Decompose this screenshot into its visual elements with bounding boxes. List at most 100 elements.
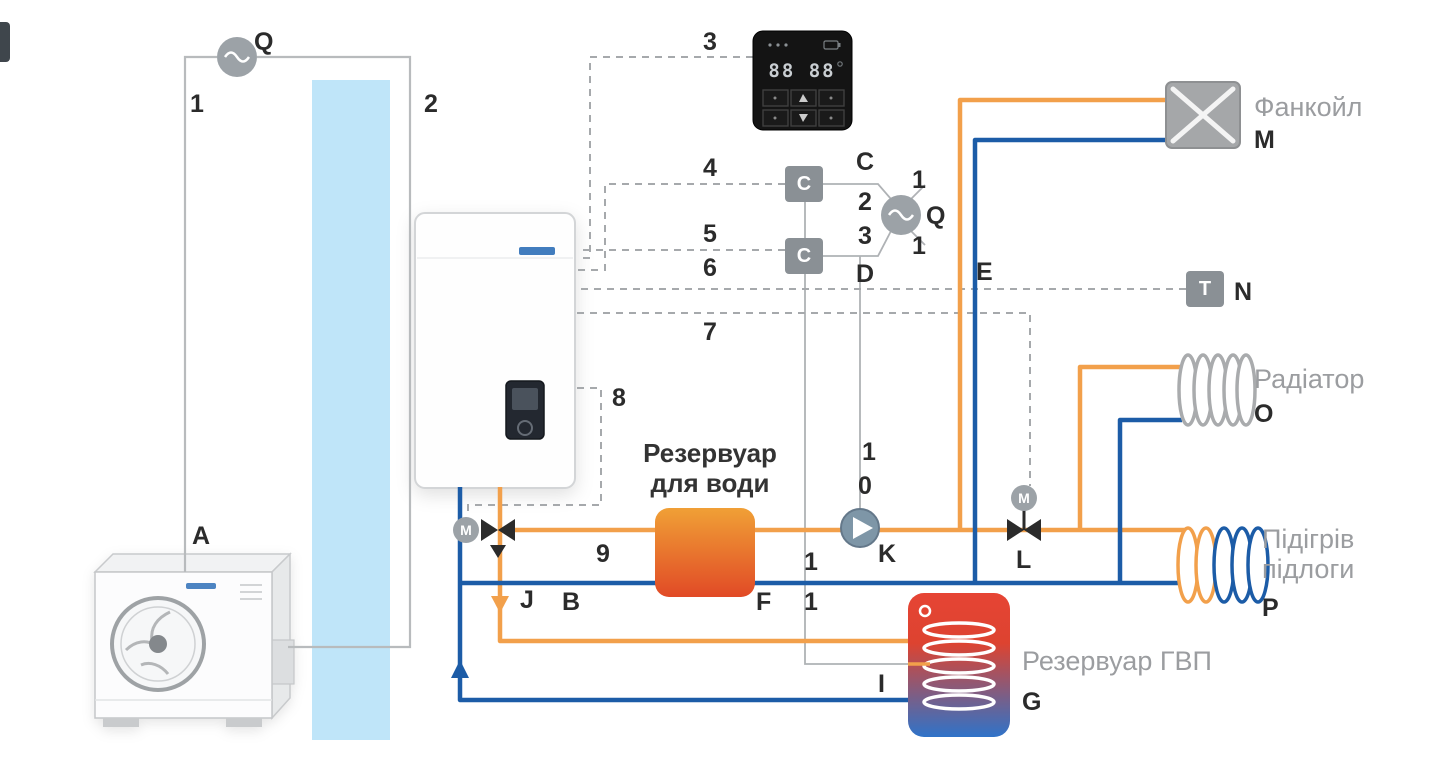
control-line-7-label: 7 (703, 318, 717, 346)
indoor-unit (414, 212, 576, 489)
water-tank-tag-f: F (756, 588, 772, 616)
floor-heating-coil (1176, 526, 1270, 604)
control-line-5-label: 5 (703, 220, 717, 248)
outdoor-unit (93, 552, 295, 727)
radiator-coil (1177, 353, 1257, 427)
valve-j-motor-letter: M (460, 522, 472, 538)
thin-wiring (804, 183, 926, 665)
valve-tag-l: L (1016, 546, 1032, 574)
wire-c2 (823, 183, 892, 200)
radiator-supply-pipe (1077, 364, 1182, 530)
fan-coil-x-icon (1170, 86, 1236, 144)
tank-heat-coil (922, 621, 996, 711)
degree-icon (837, 61, 843, 67)
control-line-3 (577, 56, 753, 259)
unit-display-screen (512, 388, 538, 410)
radiator-return-pipe (1117, 417, 1182, 583)
power-label-q-top: Q (254, 28, 274, 56)
pump-10-label-top: 1 (862, 438, 876, 466)
ac-wave-icon (887, 209, 915, 221)
pipe-tag-b: B (562, 588, 581, 616)
pump (840, 508, 880, 548)
two-way-valve (1007, 485, 1041, 541)
power-label-q-mid: Q (926, 202, 946, 230)
pipe-9-label: 9 (596, 540, 610, 568)
wire-1a-label: 1 (912, 166, 926, 194)
flow-arrow-down-icon (491, 596, 509, 613)
floor-heating-tag-p: P (1262, 594, 1279, 622)
valve-motor-icon (1011, 485, 1037, 511)
dhw-tank (908, 593, 1010, 737)
fan-coil-label: Фанкойл (1254, 92, 1363, 122)
unit-foot (103, 718, 139, 727)
fan-coil-supply-pipe (957, 97, 1166, 530)
power-wiring (183, 55, 412, 649)
wired-controller (752, 30, 853, 131)
control-line-8-label: 8 (612, 384, 626, 412)
main-return-pipe (460, 560, 1265, 586)
wire-2b-label: 2 (858, 188, 872, 216)
contactor-2-letter: C (796, 244, 812, 267)
water-tank-label-2: для води (650, 468, 770, 498)
valve-l-motor-letter: M (1018, 490, 1030, 506)
fan-coil-unit (1165, 81, 1241, 149)
radiator-tag-o: O (1254, 400, 1274, 428)
wire-1b-label: 1 (912, 232, 926, 260)
flow-arrow-up-icon (451, 660, 469, 678)
thermostat-tag-n: N (1234, 278, 1253, 306)
outdoor-unit-tag-a: A (192, 522, 211, 550)
wire-e-label: E (976, 258, 993, 286)
wire-c-label: C (856, 148, 875, 176)
sensor-tag-i: I (878, 670, 885, 698)
up-arrow-icon (799, 94, 808, 102)
battery-icon (823, 40, 839, 50)
wire-stub-1a (910, 184, 926, 200)
brand-logo (519, 247, 555, 255)
ac-wave-icon (223, 51, 251, 63)
control-wiring (467, 56, 1186, 516)
pump-10-label-bottom: 0 (858, 472, 872, 500)
wire-1-label: 1 (190, 90, 204, 118)
thermostat-box (1186, 271, 1224, 307)
wire-2-label: 2 (424, 90, 438, 118)
wire-2 (257, 55, 412, 649)
wire-3b-label: 3 (858, 222, 872, 250)
control-line-4 (577, 183, 785, 271)
wall (312, 80, 390, 740)
fan-coil-tag-m: M (1254, 126, 1275, 154)
floor-heating-label-2: підлоги (1262, 554, 1355, 584)
dhw-supply-pipe (497, 487, 910, 644)
dhw-sensor-wire (804, 202, 908, 665)
tank-sensor-port-icon (918, 604, 932, 618)
dhw-tank-label: Резервуар ГВП (1022, 646, 1212, 676)
wire-d3 (823, 230, 892, 257)
floor-heating-label-1: Підігрів (1262, 524, 1355, 554)
radiator-label: Радіатор (1254, 364, 1365, 394)
unit-display-button (517, 420, 533, 436)
pump-direction-icon (853, 517, 873, 539)
wire-stub-1b (910, 230, 926, 246)
power-supply-icon (881, 195, 921, 235)
water-tank-label-1: Резервуар (643, 438, 777, 468)
controller-display: 88 88 (768, 60, 836, 82)
valve-motor-icon (453, 517, 479, 543)
control-line-6-label: 6 (703, 254, 717, 282)
pipe-11-label-bottom: 1 (804, 588, 818, 616)
water-tank (655, 508, 755, 597)
control-line-8 (467, 387, 602, 516)
valve-tag-j: J (520, 586, 534, 614)
control-line-4-label: 4 (703, 154, 717, 182)
down-arrow-icon (799, 114, 808, 122)
three-way-valve (453, 517, 515, 558)
power-supply-icon (217, 37, 257, 77)
brand-logo (186, 583, 216, 589)
wire-d-label: D (856, 260, 875, 288)
pump-tag-k: K (878, 540, 897, 568)
unit-foot (226, 718, 262, 727)
dhw-return-pipe (457, 487, 908, 703)
contactor-box-2 (785, 238, 823, 274)
wire-1 (183, 55, 217, 572)
contactor-1-letter: C (796, 172, 812, 195)
